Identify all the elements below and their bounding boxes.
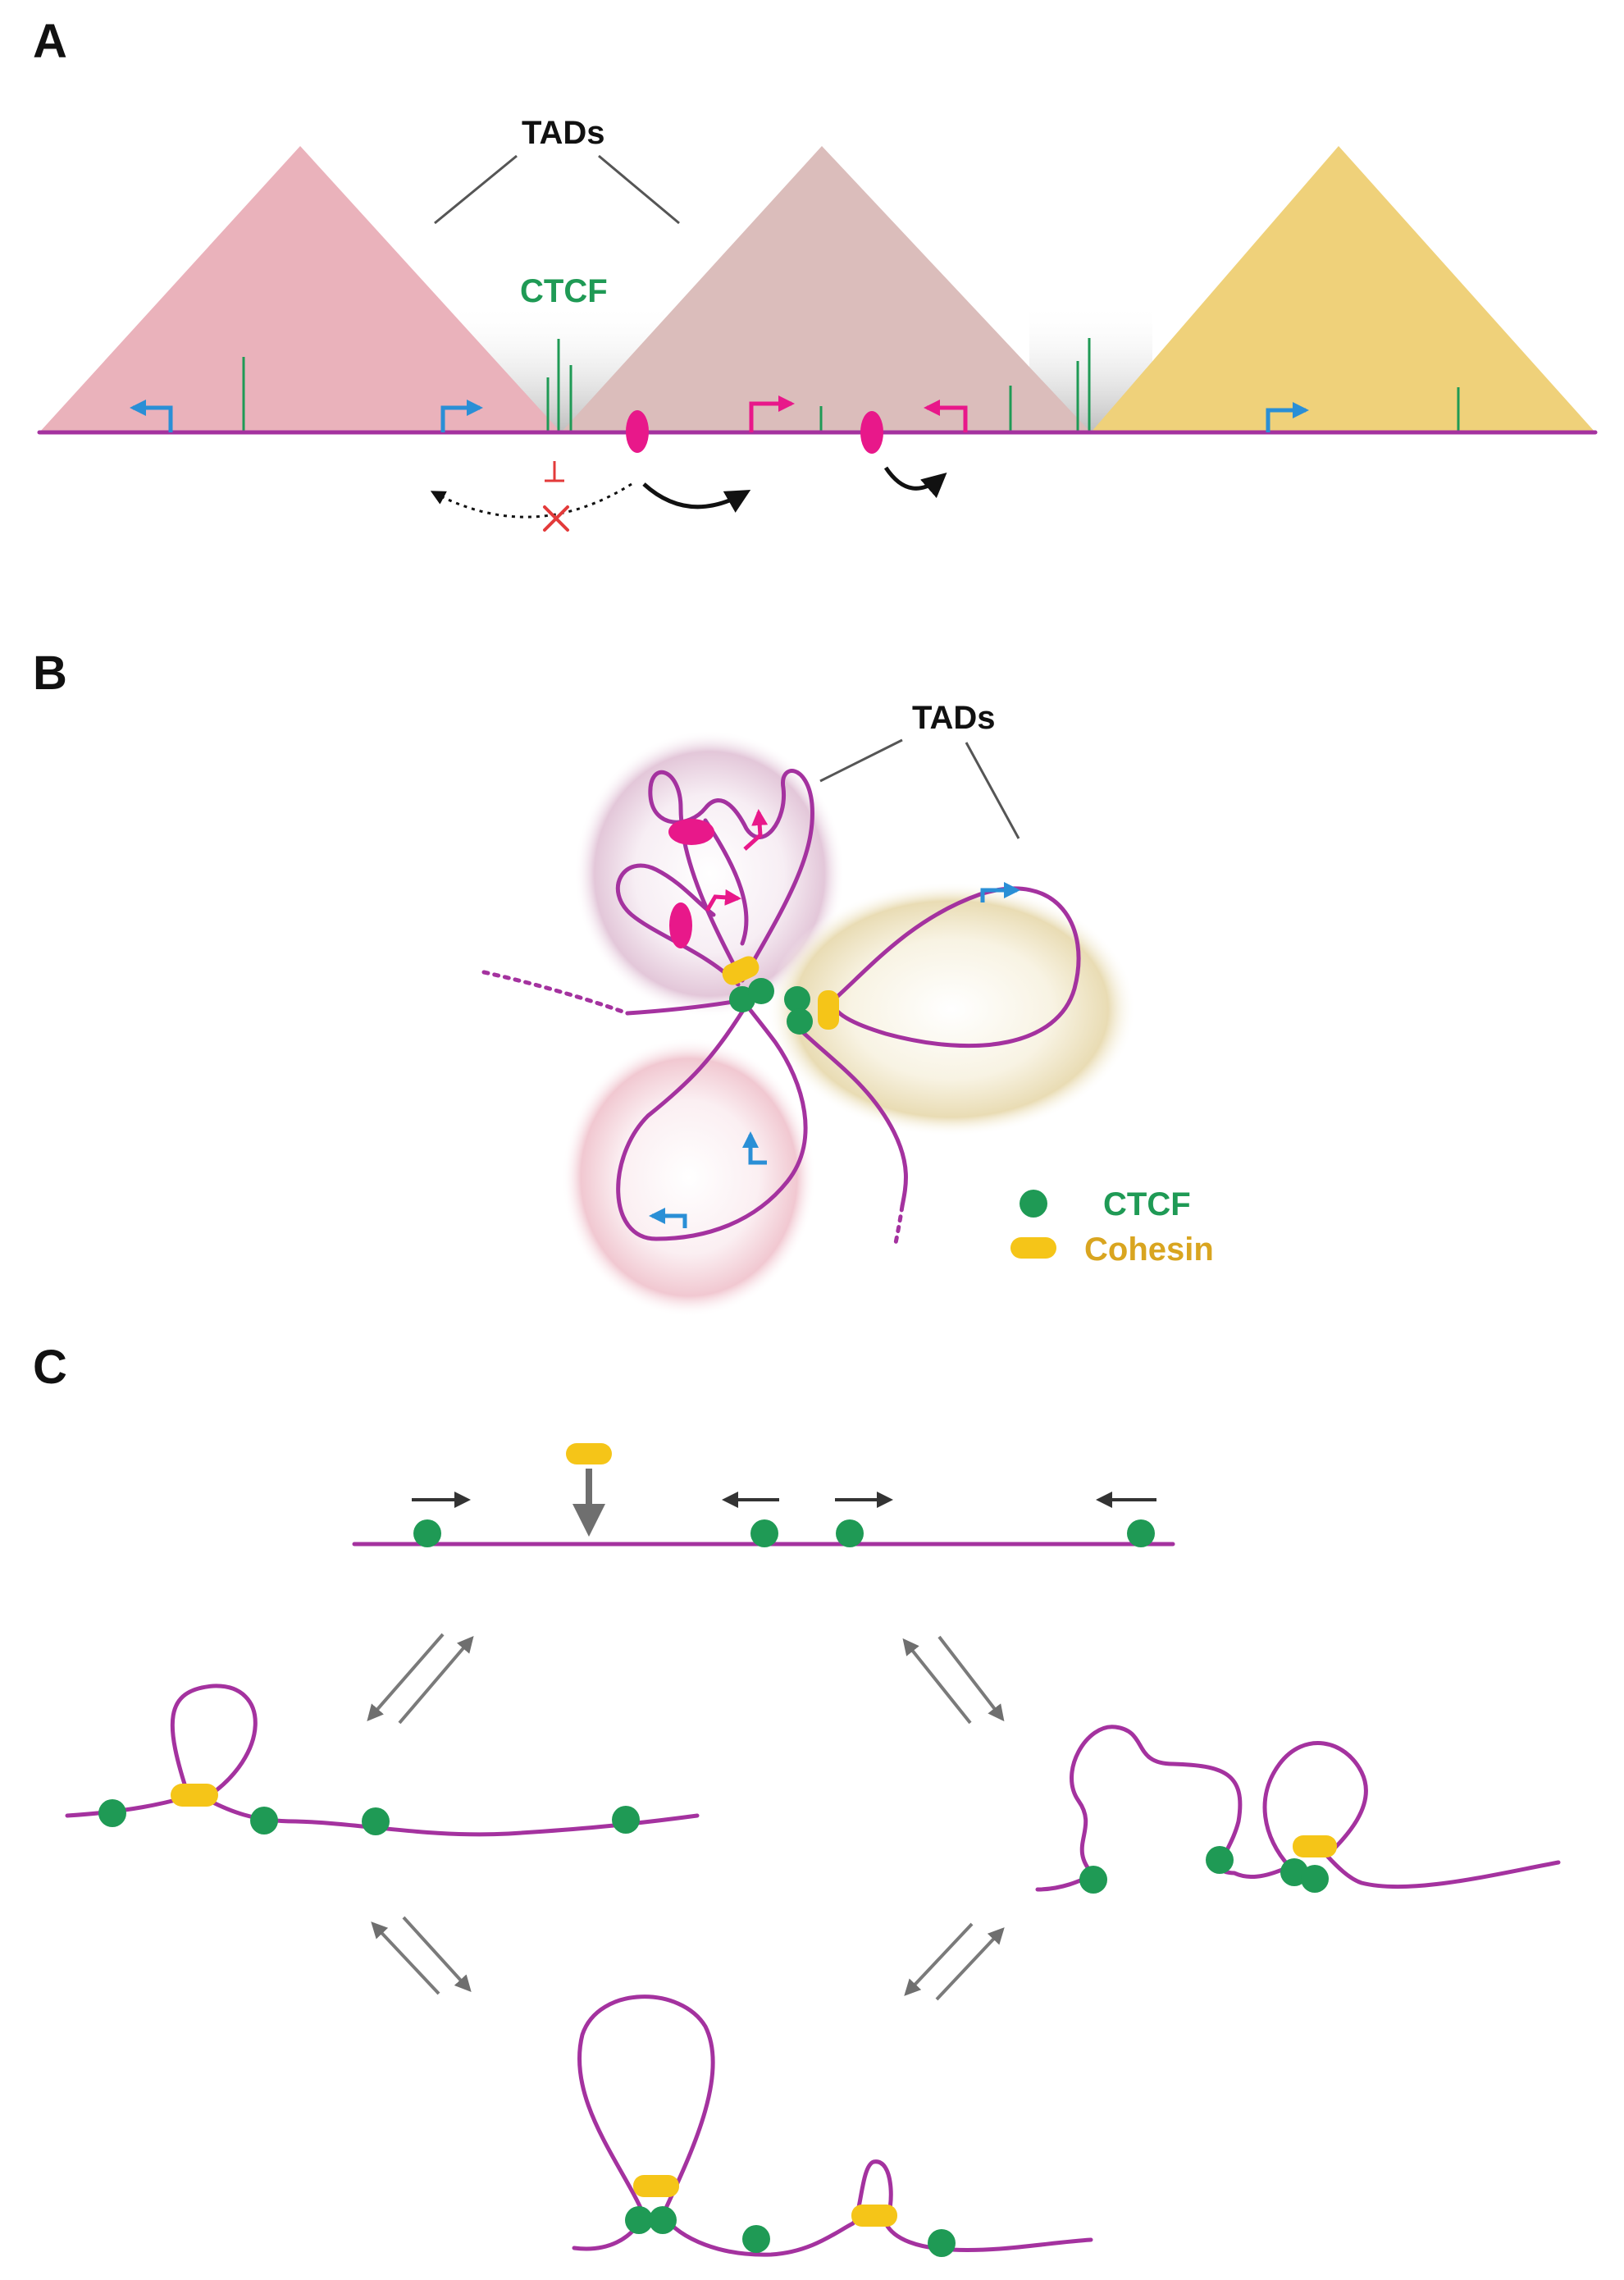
cohesin bbox=[818, 990, 839, 1030]
ctcf-dot bbox=[928, 2229, 956, 2257]
tads-pointer-line bbox=[965, 742, 1020, 839]
equilibrium-arrows bbox=[371, 1916, 472, 1995]
legend-ctcf-label: CTCF bbox=[1103, 1186, 1191, 1222]
equilibrium-arrows bbox=[367, 1633, 474, 1725]
chromatin-fiber bbox=[572, 1994, 1093, 2257]
tad-triangle-1 bbox=[39, 146, 561, 432]
ctcf-dot bbox=[748, 978, 774, 1004]
chromatin-tail-dotted bbox=[893, 1204, 905, 1245]
state-loop-right bbox=[1035, 1725, 1561, 1894]
state-loops-bottom bbox=[572, 1994, 1093, 2257]
gene-promoter bbox=[924, 400, 968, 432]
panel-c-letter: C bbox=[33, 1341, 67, 1394]
state-initial bbox=[352, 1443, 1175, 1547]
chromatin-loop bbox=[648, 769, 814, 983]
enhancer-interaction-arrow bbox=[883, 466, 947, 499]
legend-ctcf-swatch bbox=[1020, 1190, 1047, 1218]
cohesin bbox=[722, 956, 760, 985]
enhancer bbox=[669, 902, 692, 948]
cohesin bbox=[171, 1784, 218, 1807]
gene-promoter bbox=[1266, 402, 1309, 432]
ctcf-dot bbox=[784, 986, 810, 1012]
chromatin-loop bbox=[830, 886, 1081, 1049]
gene-promoter bbox=[749, 395, 795, 432]
enhancer bbox=[626, 410, 649, 453]
gene-promoter bbox=[705, 889, 741, 912]
panel-a: A TADs CTCF bbox=[33, 15, 1598, 532]
gene-promoter bbox=[980, 882, 1020, 902]
tads-pointer-line bbox=[598, 154, 680, 225]
gene-promoter bbox=[440, 400, 483, 432]
ctcf-dot bbox=[625, 2206, 653, 2234]
tad-triangle-3 bbox=[1091, 146, 1595, 432]
ctcf-dot bbox=[250, 1807, 278, 1835]
ctcf-dot bbox=[742, 2225, 770, 2253]
legend: CTCF Cohesin bbox=[1010, 1186, 1214, 1268]
enhancer-interaction-arrow bbox=[642, 482, 751, 513]
ctcf-dot bbox=[787, 1008, 813, 1035]
insulation-symbol bbox=[545, 461, 564, 482]
gene-promoter bbox=[649, 1208, 687, 1228]
tads-label-b: TADs bbox=[912, 700, 995, 736]
tads-pointer-line bbox=[434, 154, 518, 225]
chromatin-fiber bbox=[789, 1019, 908, 1209]
cohesin bbox=[851, 2205, 897, 2227]
ctcf-dot bbox=[612, 1806, 640, 1834]
ctcf-dot bbox=[98, 1799, 126, 1827]
panel-a-letter: A bbox=[33, 15, 67, 68]
cohesin bbox=[566, 1443, 612, 1464]
tad-halo-yellow bbox=[767, 882, 1136, 1136]
ctcf-dot bbox=[1206, 1846, 1234, 1874]
ctcf-dot bbox=[362, 1807, 390, 1835]
tads-label: TADs bbox=[522, 115, 604, 151]
chromatin-loop bbox=[616, 1003, 808, 1241]
gene-promoter bbox=[130, 400, 173, 432]
block-x-mark bbox=[543, 505, 569, 532]
tad-halo-pink bbox=[562, 1038, 816, 1317]
panel-b-letter: B bbox=[33, 647, 67, 700]
gene-promoter bbox=[743, 809, 769, 851]
chromatin-loop bbox=[615, 863, 741, 987]
ctcf-peaks bbox=[242, 338, 1460, 432]
ctcf-dot bbox=[413, 1519, 441, 1547]
ctcf-dot bbox=[750, 1519, 778, 1547]
cohesin bbox=[633, 2175, 679, 2197]
ctcf-dot bbox=[1127, 1519, 1155, 1547]
panel-c: C bbox=[33, 1341, 1561, 2257]
state-loop-left bbox=[65, 1684, 700, 1837]
tads-pointer-line bbox=[819, 738, 903, 783]
blocked-interaction-arrow bbox=[430, 482, 632, 519]
panel-b: B TADs bbox=[33, 647, 1214, 1317]
chromatin-loop bbox=[703, 818, 749, 946]
equilibrium-arrows bbox=[902, 1635, 1005, 1725]
tad-halo-purple bbox=[574, 730, 845, 1017]
ctcf-dot bbox=[649, 2206, 677, 2234]
cohesin bbox=[1293, 1835, 1337, 1857]
chromatin-fiber bbox=[625, 998, 741, 1016]
gene-promoter bbox=[742, 1131, 767, 1165]
enhancer bbox=[860, 411, 883, 454]
legend-cohesin-label: Cohesin bbox=[1084, 1231, 1214, 1268]
ctcf-dot bbox=[1301, 1865, 1329, 1893]
ctcf-dot bbox=[836, 1519, 864, 1547]
equilibrium-arrows bbox=[904, 1922, 1005, 2001]
chromatin-tail-dotted bbox=[481, 970, 630, 1016]
ctcf-dot bbox=[1079, 1866, 1107, 1894]
tad-triangle-2 bbox=[561, 146, 1091, 432]
enhancer bbox=[668, 819, 714, 845]
legend-cohesin-swatch bbox=[1010, 1237, 1056, 1259]
ctcf-label: CTCF bbox=[520, 273, 608, 309]
